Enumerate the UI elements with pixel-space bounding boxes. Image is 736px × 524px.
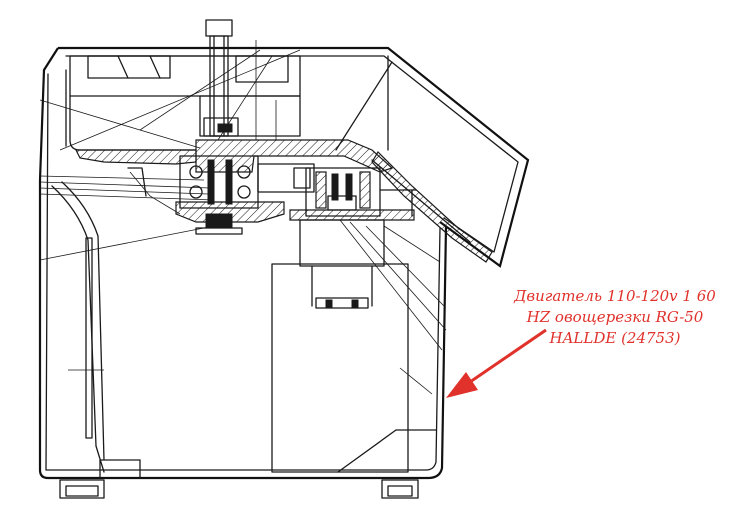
housing-feet (59, 459, 419, 499)
leader-lines (39, 40, 447, 351)
gear-assembly (289, 167, 417, 221)
bearing-block (175, 155, 315, 235)
upper-plate (75, 139, 394, 173)
housing-outline (38, 46, 530, 480)
lid-assembly (65, 55, 301, 151)
annotation-arrow (446, 328, 547, 398)
ribbed-left-wall (39, 181, 105, 473)
annotation-line-3: HALLDE (24753) (549, 329, 681, 347)
motor-annotation: Двигатель 110-120v 1 60 HZ овощерезки RG… (505, 286, 725, 349)
annotation-line-1: Двигатель 110-120v 1 60 (514, 287, 716, 305)
annotation-line-2: HZ овощерезки RG-50 (526, 308, 704, 326)
motor-body (271, 219, 437, 473)
